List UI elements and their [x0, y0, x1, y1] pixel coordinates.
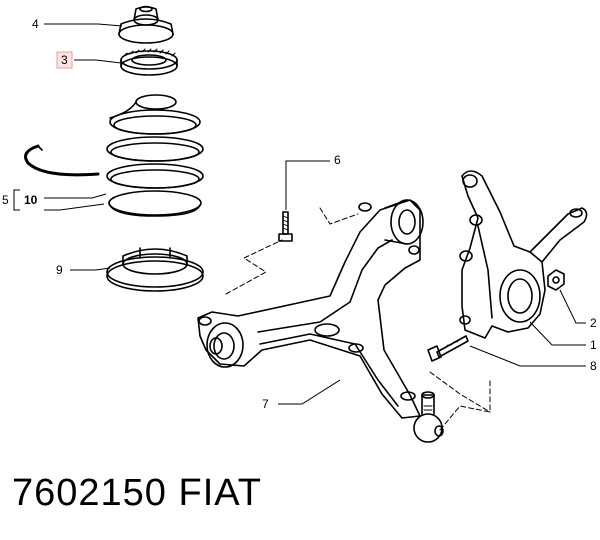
coil-spring — [106, 94, 204, 217]
part-number-caption: 7602150 FIAT — [12, 472, 263, 514]
callout-7[interactable]: 7 — [262, 397, 269, 411]
callout-4[interactable]: 4 — [32, 17, 39, 31]
callout-9[interactable]: 9 — [56, 263, 63, 277]
callout-6[interactable]: 6 — [334, 153, 341, 167]
bolt-6 — [278, 211, 293, 242]
strut-top-mount — [118, 5, 174, 44]
lower-spring-seat — [106, 247, 204, 292]
callout-1[interactable]: 1 — [590, 338, 597, 352]
callout-3[interactable]: 3 — [61, 53, 68, 67]
strut-bearing — [120, 48, 178, 76]
callout-3-highlight — [56, 51, 73, 69]
callout-8[interactable]: 8 — [590, 359, 597, 373]
assembly-guide-lines — [225, 207, 491, 431]
steering-knuckle — [459, 170, 588, 339]
callout-2[interactable]: 2 — [590, 316, 597, 330]
lower-control-arm — [197, 199, 444, 443]
spring-clip-ring — [24, 144, 100, 177]
bolt-8 — [427, 335, 469, 362]
callout-5[interactable]: 5 — [2, 193, 9, 207]
callout-10[interactable]: 10 — [24, 193, 38, 207]
nut-2 — [547, 269, 565, 291]
leader-lines — [13, 23, 586, 405]
